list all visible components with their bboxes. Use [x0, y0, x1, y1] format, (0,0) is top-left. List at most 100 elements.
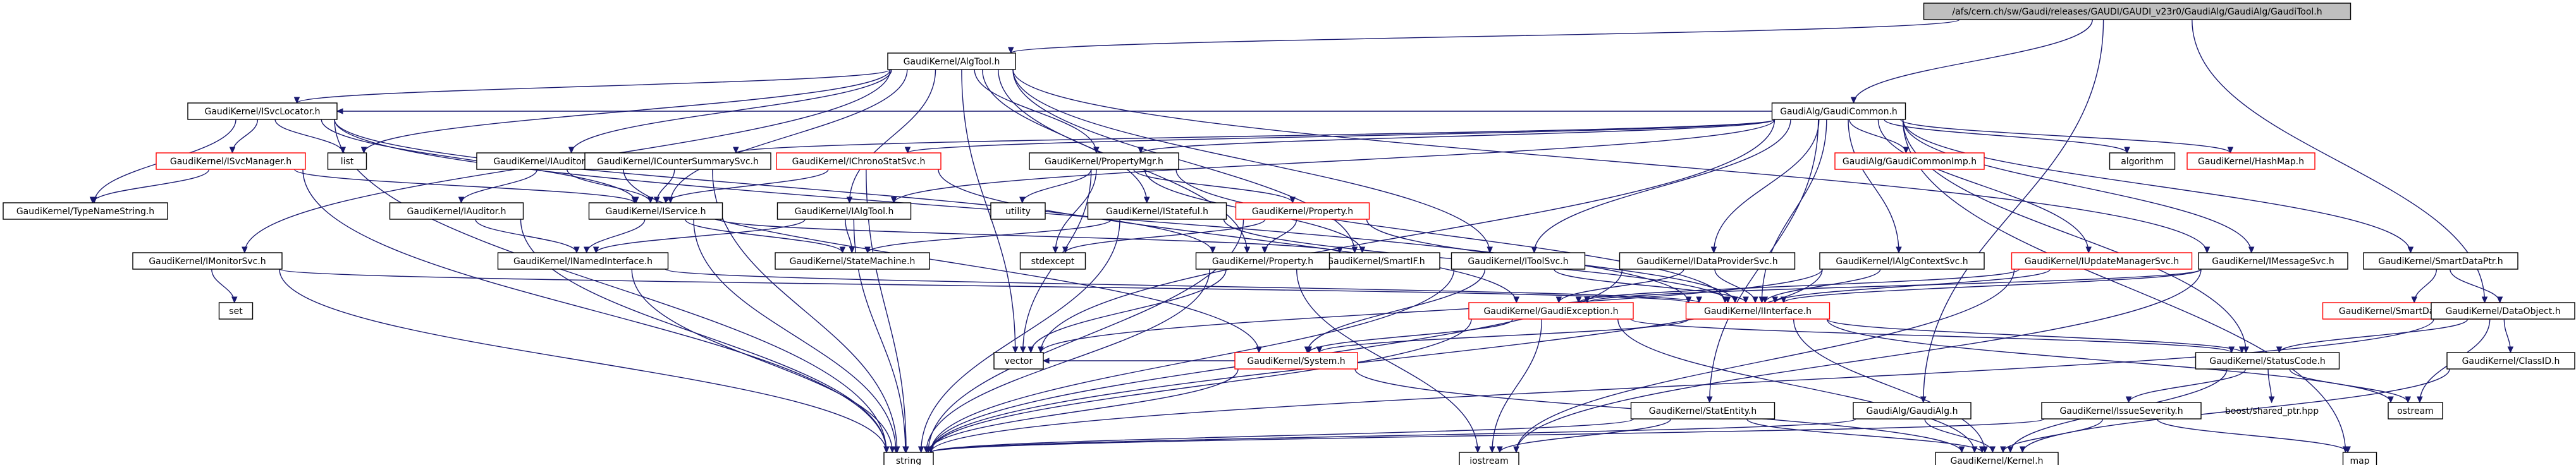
node-smartdataptr[interactable]: GaudiKernel/SmartDataPtr.h: [2363, 252, 2518, 270]
edge-line: [1826, 318, 2243, 353]
node-inamedinterface[interactable]: GaudiKernel/INamedInterface.h: [497, 252, 669, 270]
node-label: GaudiAlg/GaudiCommon.h: [1780, 107, 1898, 117]
node-box: [584, 152, 771, 170]
edge-property-to-stdexcept: [1062, 219, 1266, 254]
edge-arrowhead: [846, 196, 853, 204]
node-imessagesvc[interactable]: GaudiKernel/IMessageSvc.h: [2198, 252, 2348, 270]
edge-arrowhead: [2228, 346, 2235, 354]
edge-line: [623, 169, 1260, 353]
node-propertymgr[interactable]: GaudiKernel/PropertyMgr.h: [1029, 152, 1179, 170]
node-statentity[interactable]: GaudiKernel/StatEntity.h: [1630, 402, 1776, 420]
node-label: GaudiKernel/IInterface.h: [1704, 306, 1812, 317]
node-smartif[interactable]: GaudiKernel/SmartIF.h: [1311, 252, 1440, 270]
node-label: GaudiKernel/INamedInterface.h: [513, 257, 653, 267]
node-ialgcontextsvc[interactable]: GaudiKernel/IAlgContextSvc.h: [1819, 252, 1985, 270]
node-ichronostatsvc[interactable]: GaudiKernel/IChronoStatSvc.h: [776, 152, 941, 170]
edge-arrowhead: [1555, 296, 1562, 304]
edge-algtool-to-smartif: [1012, 69, 1358, 254]
edge-arrowhead: [1289, 196, 1296, 204]
node-iservice[interactable]: GaudiKernel/IService.h: [588, 202, 723, 220]
node-typenamestring[interactable]: GaudiKernel/TypeNameString.h: [3, 202, 168, 220]
node-classid[interactable]: GaudiKernel/ClassID.h: [2446, 352, 2575, 370]
node-imonitorsvc[interactable]: GaudiKernel/IMonitorSvc.h: [132, 252, 283, 270]
node-algorithm[interactable]: algorithm: [2109, 152, 2176, 170]
node-algtool[interactable]: GaudiKernel/AlgTool.h: [887, 52, 1016, 70]
node-idataprovidersvc[interactable]: GaudiKernel/IDataProviderSvc.h: [1619, 252, 1796, 270]
edge-line: [907, 119, 1776, 154]
node-box: [2431, 302, 2575, 320]
edge-arrowhead: [1772, 296, 1778, 304]
node-ostream[interactable]: ostream: [2388, 402, 2443, 420]
edge-propertymgr-to-stdexcept: [1052, 169, 1097, 254]
node-gaudicommon[interactable]: GaudiAlg/GaudiCommon.h: [1771, 102, 1906, 120]
node-system[interactable]: GaudiKernel/System.h: [1234, 352, 1358, 370]
node-label: GaudiKernel/IService.h: [606, 207, 706, 217]
node-label: utility: [1005, 207, 1031, 217]
node-propertyh[interactable]: GaudiKernel/Property.h: [1195, 252, 1330, 270]
edge-line: [302, 169, 887, 453]
node-box: [1087, 202, 1227, 220]
node-list[interactable]: list: [327, 152, 367, 170]
node-set[interactable]: set: [218, 302, 254, 320]
node-box: [2198, 252, 2348, 270]
edge-arrowhead: [2388, 396, 2394, 404]
edge-line: [1877, 119, 2089, 253]
node-label: GaudiKernel/IAuditorSvc.h: [493, 157, 609, 167]
node-box: [2388, 402, 2443, 420]
node-iinterface[interactable]: GaudiKernel/IInterface.h: [1685, 302, 1831, 320]
edge-arrowhead: [2268, 396, 2275, 404]
edge-arrowhead: [1850, 97, 1857, 104]
edge-arrowhead: [573, 246, 580, 254]
node-label: GaudiKernel/IMessageSvc.h: [2212, 257, 2334, 267]
node-istateful[interactable]: GaudiKernel/IStateful.h: [1087, 202, 1227, 220]
node-itoolsvc[interactable]: GaudiKernel/IToolSvc.h: [1451, 252, 1586, 270]
node-box: [3, 202, 168, 220]
edge-arrowhead: [360, 147, 367, 154]
edge-line: [1040, 269, 1823, 353]
edge-line: [1900, 119, 2231, 154]
node-isvclocator[interactable]: GaudiKernel/ISvcLocator.h: [187, 102, 338, 120]
edge-line: [279, 269, 1690, 303]
node-gaudicommonimp[interactable]: GaudiAlg/GaudiCommonImp.h: [1834, 152, 1985, 170]
node-kernel[interactable]: GaudiKernel/Kernel.h: [1935, 452, 2059, 465]
node-ialgtool[interactable]: GaudiKernel/IAlgTool.h: [776, 202, 912, 220]
node-label: GaudiKernel/IMonitorSvc.h: [149, 257, 266, 267]
node-stdexcept[interactable]: stdexcept: [1019, 252, 1086, 270]
node-box: [1771, 102, 1906, 120]
node-utility[interactable]: utility: [990, 202, 1046, 220]
node-issueseverity[interactable]: GaudiKernel/IssueSeverity.h: [2041, 402, 2202, 420]
node-map[interactable]: map: [2342, 452, 2377, 465]
node-box: [776, 202, 912, 220]
node-property[interactable]: GaudiKernel/Property.h: [1235, 202, 1370, 220]
node-iauditor[interactable]: GaudiKernel/IAuditor.h: [389, 202, 524, 220]
node-root[interactable]: /afs/cern.ch/sw/Gaudi/releases/GAUDI/GAU…: [1923, 3, 2352, 20]
edge-line: [930, 418, 2045, 453]
node-dataobject[interactable]: GaudiKernel/DataObject.h: [2431, 302, 2575, 320]
node-label: algorithm: [2121, 157, 2164, 167]
node-isvcmanager[interactable]: GaudiKernel/ISvcManager.h: [156, 152, 306, 170]
node-string[interactable]: string: [883, 452, 934, 465]
node-box: [2342, 452, 2377, 465]
edge-arrowhead: [1351, 246, 1358, 254]
edge-line: [1853, 19, 2093, 104]
node-boost_shared[interactable]: boost/shared_ptr.hpp: [2225, 406, 2319, 416]
node-gaudialgh[interactable]: GaudiAlg/GaudiAlg.h: [1853, 402, 1972, 420]
node-icountersummarysvc[interactable]: GaudiKernel/ICounterSummarySvc.h: [584, 152, 771, 170]
edge-arrowhead: [1743, 296, 1749, 304]
edge-iinterface-to-system: [1316, 318, 1690, 354]
edges-layer: [89, 19, 2514, 454]
node-gaudiexception[interactable]: GaudiKernel/GaudiException.h: [1468, 302, 1634, 320]
node-statuscode[interactable]: GaudiKernel/StatusCode.h: [2195, 352, 2340, 370]
edge-line: [1012, 69, 1490, 253]
edge-line: [670, 69, 908, 203]
node-label: set: [229, 306, 243, 317]
edge-line: [274, 119, 343, 154]
node-iostream[interactable]: iostream: [1459, 452, 1519, 465]
node-vector[interactable]: vector: [993, 352, 1044, 370]
node-statemachine[interactable]: GaudiKernel/StateMachine.h: [775, 252, 930, 270]
edge-algtool-to-itoolsvc: [1012, 69, 1493, 254]
node-hashmap[interactable]: GaudiKernel/HashMap.h: [2187, 152, 2315, 170]
edge-gaudicommon-to-isvclocator: [336, 108, 1772, 114]
node-iupdatemanagersvc[interactable]: GaudiKernel/IUpdateManagerSvc.h: [2011, 252, 2193, 270]
